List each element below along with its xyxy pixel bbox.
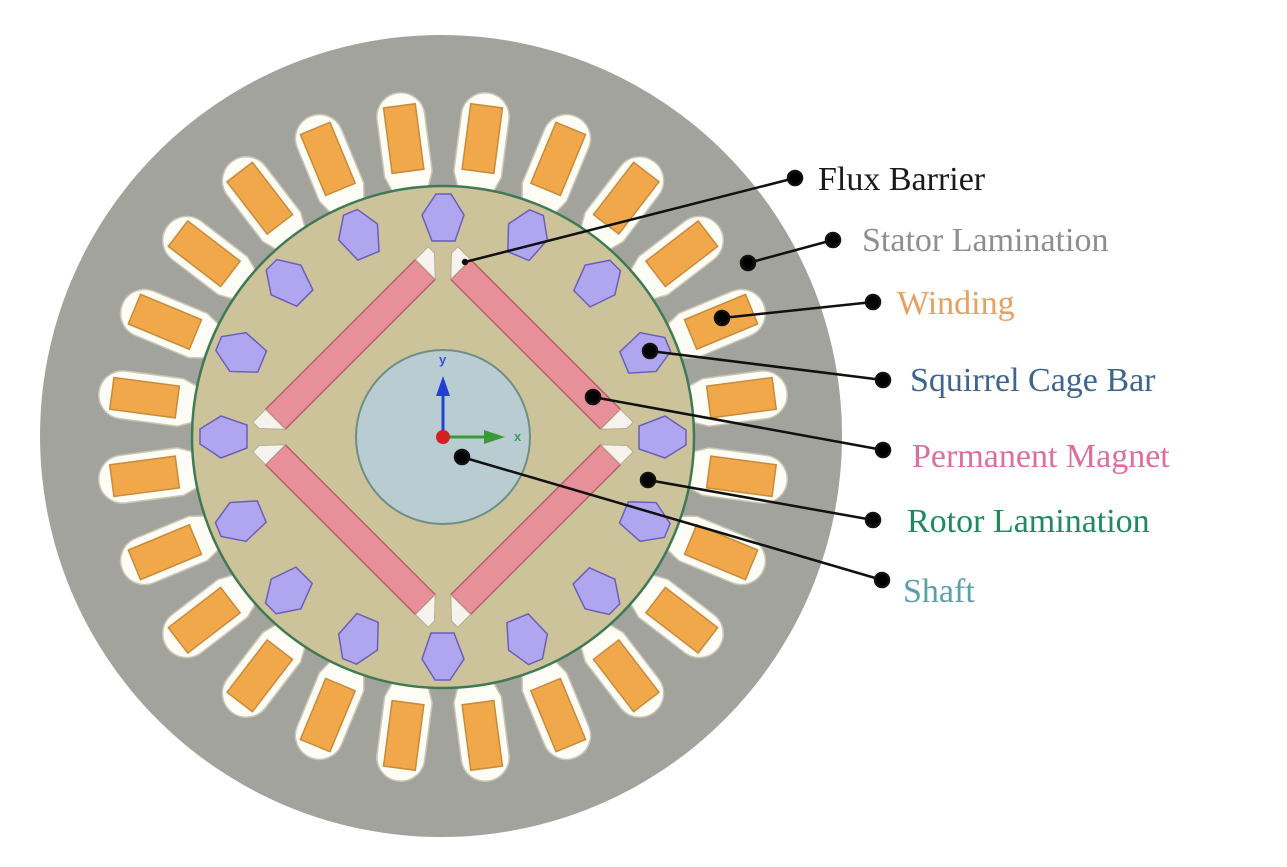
permanent-magnets	[252, 246, 634, 628]
callout-stator-lamination	[739, 231, 842, 272]
stator-slot	[521, 113, 592, 214]
winding-coil	[644, 219, 719, 288]
winding-coil	[592, 161, 661, 236]
squirrel-cage-bar	[421, 193, 465, 242]
magnet-assembly	[449, 246, 634, 431]
coordinate-axes-icon: y x	[436, 352, 522, 444]
stator-slot	[162, 574, 257, 659]
flux-barrier	[450, 593, 472, 628]
squirrel-cage-bar	[421, 632, 465, 681]
squirrel-cage-bar	[337, 208, 380, 262]
callout-permanent-magnet	[584, 388, 892, 459]
stator-slot	[294, 660, 365, 761]
squirrel-cage-bar	[337, 612, 379, 666]
stator-slot	[119, 288, 220, 359]
squirrel-cage-bar	[572, 259, 622, 308]
magnet-assembly	[449, 443, 634, 628]
stator-slot	[521, 660, 592, 761]
stator-slot	[221, 156, 306, 251]
flux-barrier	[414, 246, 436, 281]
squirrel-cage-bar	[638, 415, 687, 459]
label-shaft: Shaft	[903, 573, 975, 610]
stator-slot	[666, 515, 767, 586]
callout-shaft	[453, 448, 891, 589]
callout-winding	[713, 293, 882, 327]
winding-coil	[127, 293, 203, 351]
stator-slot	[221, 623, 306, 718]
stator-slot	[162, 215, 257, 300]
winding-coil	[225, 161, 294, 236]
stator-slot	[376, 681, 433, 782]
squirrel-cage-bar	[214, 331, 268, 373]
squirrel-cage-bar	[264, 566, 314, 615]
winding-coil	[461, 102, 504, 175]
stator-slot	[687, 447, 788, 504]
label-rotor-lamination: Rotor Lamination	[907, 503, 1150, 540]
winding-coil	[461, 699, 504, 772]
stator-slot	[119, 515, 220, 586]
stator-slot	[98, 370, 199, 427]
winding-coil	[705, 376, 778, 419]
callout-rotor-lamination	[639, 471, 882, 529]
winding-coil	[167, 219, 242, 288]
flux-barrier	[450, 246, 472, 281]
stator-slot	[687, 370, 788, 427]
squirrel-cage-bar	[506, 612, 549, 666]
callout-flux-barrier	[461, 169, 804, 266]
winding-coil	[592, 638, 661, 713]
winding-coil	[299, 677, 357, 753]
stator-slot	[376, 92, 433, 193]
callout-leaders	[453, 169, 892, 589]
flux-barrier	[414, 593, 436, 628]
stator-slot	[98, 447, 199, 504]
flux-barrier	[252, 444, 287, 466]
winding-coil	[529, 677, 587, 753]
y-axis-label: y	[439, 352, 447, 367]
squirrel-cage-bar	[199, 415, 248, 459]
label-flux-barrier: Flux Barrier	[818, 161, 986, 198]
x-axis-label: x	[514, 429, 522, 444]
stator-slot	[294, 113, 365, 214]
squirrel-cage-bar	[572, 566, 621, 616]
flux-barrier	[599, 408, 634, 430]
stator-slot	[580, 623, 665, 718]
winding-coil	[108, 455, 181, 498]
winding-coil	[299, 121, 357, 197]
squirrel-cage-bar	[265, 258, 314, 308]
label-winding: Winding	[897, 285, 1015, 322]
winding-coil	[382, 699, 425, 772]
winding-coil	[683, 523, 759, 581]
winding-coil	[127, 523, 203, 581]
stator-slot	[629, 574, 724, 659]
stator-slot	[453, 681, 510, 782]
winding-coil	[705, 455, 778, 498]
callout-squirrel-cage-bar	[641, 342, 892, 389]
label-permanent-magnet: Permanent Magnet	[912, 438, 1170, 475]
winding-coil	[167, 586, 242, 655]
magnet-assembly	[252, 443, 437, 628]
label-squirrel-cage-bar: Squirrel Cage Bar	[910, 362, 1156, 399]
winding-coil	[644, 586, 719, 655]
stator-slot	[629, 215, 724, 300]
label-stator-lamination: Stator Lamination	[862, 222, 1108, 259]
squirrel-cage-bar	[214, 500, 268, 543]
squirrel-cage-bar	[618, 501, 672, 543]
winding-coil	[225, 638, 294, 713]
winding-coil	[529, 121, 587, 197]
magnet-assembly	[252, 246, 437, 431]
stator-slot	[453, 92, 510, 193]
flux-barrier	[252, 408, 287, 430]
winding-coil	[108, 376, 181, 419]
flux-barrier	[599, 444, 634, 466]
winding-coil	[382, 102, 425, 175]
